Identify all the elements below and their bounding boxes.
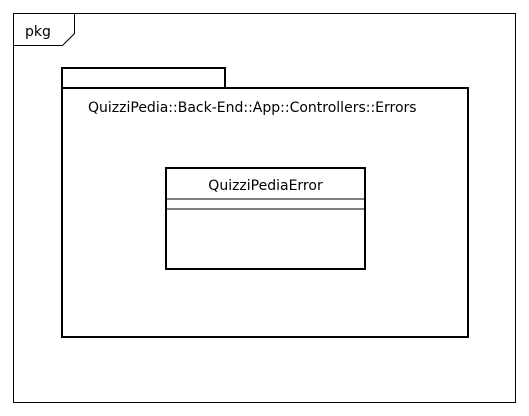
frame-label-tab <box>13 13 75 46</box>
frame-label: pkg <box>25 24 51 40</box>
class-box[interactable]: QuizziPediaError <box>165 167 366 270</box>
class-name: QuizziPediaError <box>208 178 323 194</box>
class-border <box>165 167 366 270</box>
package-tab <box>61 67 226 89</box>
package-name: QuizziPedia::Back-End::App::Controllers:… <box>88 100 417 116</box>
